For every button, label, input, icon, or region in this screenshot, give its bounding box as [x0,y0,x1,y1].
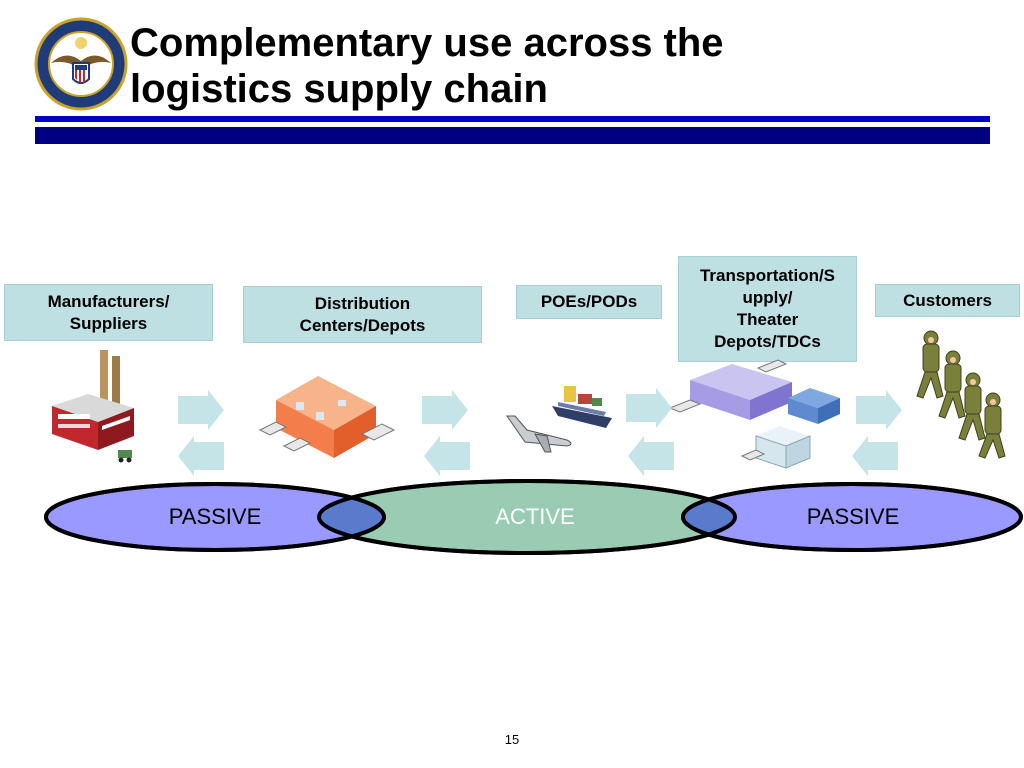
factory-icon [52,350,134,463]
ellipse-diagram [44,479,1023,555]
depot-icon [668,359,840,469]
page-title: Complementary use across the logistics s… [130,21,724,111]
passive-label-right: PASSIVE [806,504,900,529]
stage-customers: Customers [875,284,1020,317]
arrow-right-1 [178,390,224,430]
arrow-right-4 [856,390,902,430]
stage-manufacturers-suppliers: Manufacturers/ Suppliers [4,284,213,341]
ship-icon [552,386,612,428]
arrow-right-2 [422,390,468,430]
arrow-left-4 [852,436,898,476]
arrow-left-2 [424,436,470,476]
active-label: ACTIVE [495,504,575,529]
arrow-left-1 [178,436,224,476]
soldiers-icon [916,330,1006,459]
dod-seal-icon [34,17,128,111]
stage-distribution-centers: Distribution Centers/Depots [243,286,482,343]
stage-transportation-supply: Transportation/S upply/ Theater Depots/T… [678,256,857,362]
arrow-left-3 [628,436,674,476]
page-number: 15 [504,732,520,747]
airplane-icon [506,415,572,453]
arrow-right-3 [626,388,672,428]
stage-poes-pods: POEs/PODs [516,285,662,319]
warehouse-icon [258,376,396,458]
title-rule-thin [35,116,990,122]
title-rule-thick [35,127,990,144]
passive-label-left: PASSIVE [168,504,262,529]
